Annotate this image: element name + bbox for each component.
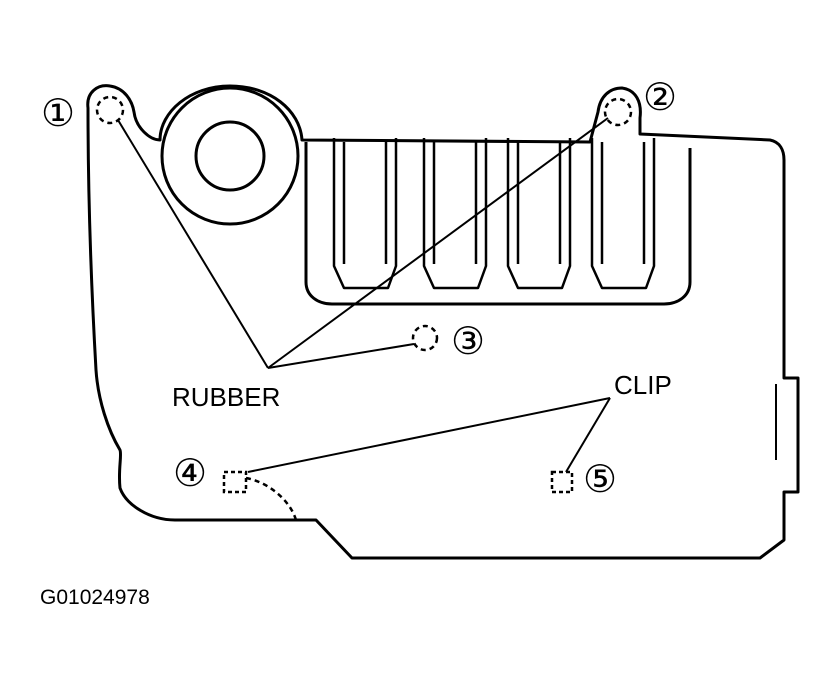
reference-code: G01024978 [40, 586, 150, 609]
clip-mount-4 [222, 470, 248, 494]
leader-clip-5 [565, 397, 611, 473]
rib-1 [332, 138, 398, 290]
callout-1: ① [41, 93, 75, 135]
panel-ribs [332, 138, 656, 290]
rib-3 [506, 138, 572, 290]
rib-4 [590, 138, 656, 290]
clip-mount-5 [550, 470, 574, 494]
rib-4-inner [600, 142, 646, 264]
leader-rubber-2 [267, 117, 609, 369]
rubber-mount-3 [411, 324, 439, 352]
leader-rubber-3 [267, 343, 415, 369]
rib-2 [422, 138, 488, 290]
rib-1-inner [342, 142, 388, 264]
callout-5: ⑤ [583, 459, 617, 501]
rubber-mount-1 [95, 95, 125, 125]
rubber-mount-2 [603, 97, 633, 127]
rib-3-inner [516, 142, 562, 264]
oil-filler-cap-outer [160, 86, 300, 226]
leader-rubber-1 [117, 119, 269, 369]
cover-outline [86, 84, 800, 560]
rubber-label: RUBBER [172, 382, 280, 412]
oil-filler-cap-inner [194, 120, 266, 192]
callout-2: ② [643, 77, 677, 119]
leader-clip-4 [247, 397, 611, 473]
rib-2-inner [432, 142, 478, 264]
callout-3: ③ [451, 321, 485, 363]
clip-label: CLIP [614, 370, 672, 400]
callout-4: ④ [173, 453, 207, 495]
ribbed-panel [304, 142, 692, 306]
hidden-hose-curve [245, 476, 298, 521]
